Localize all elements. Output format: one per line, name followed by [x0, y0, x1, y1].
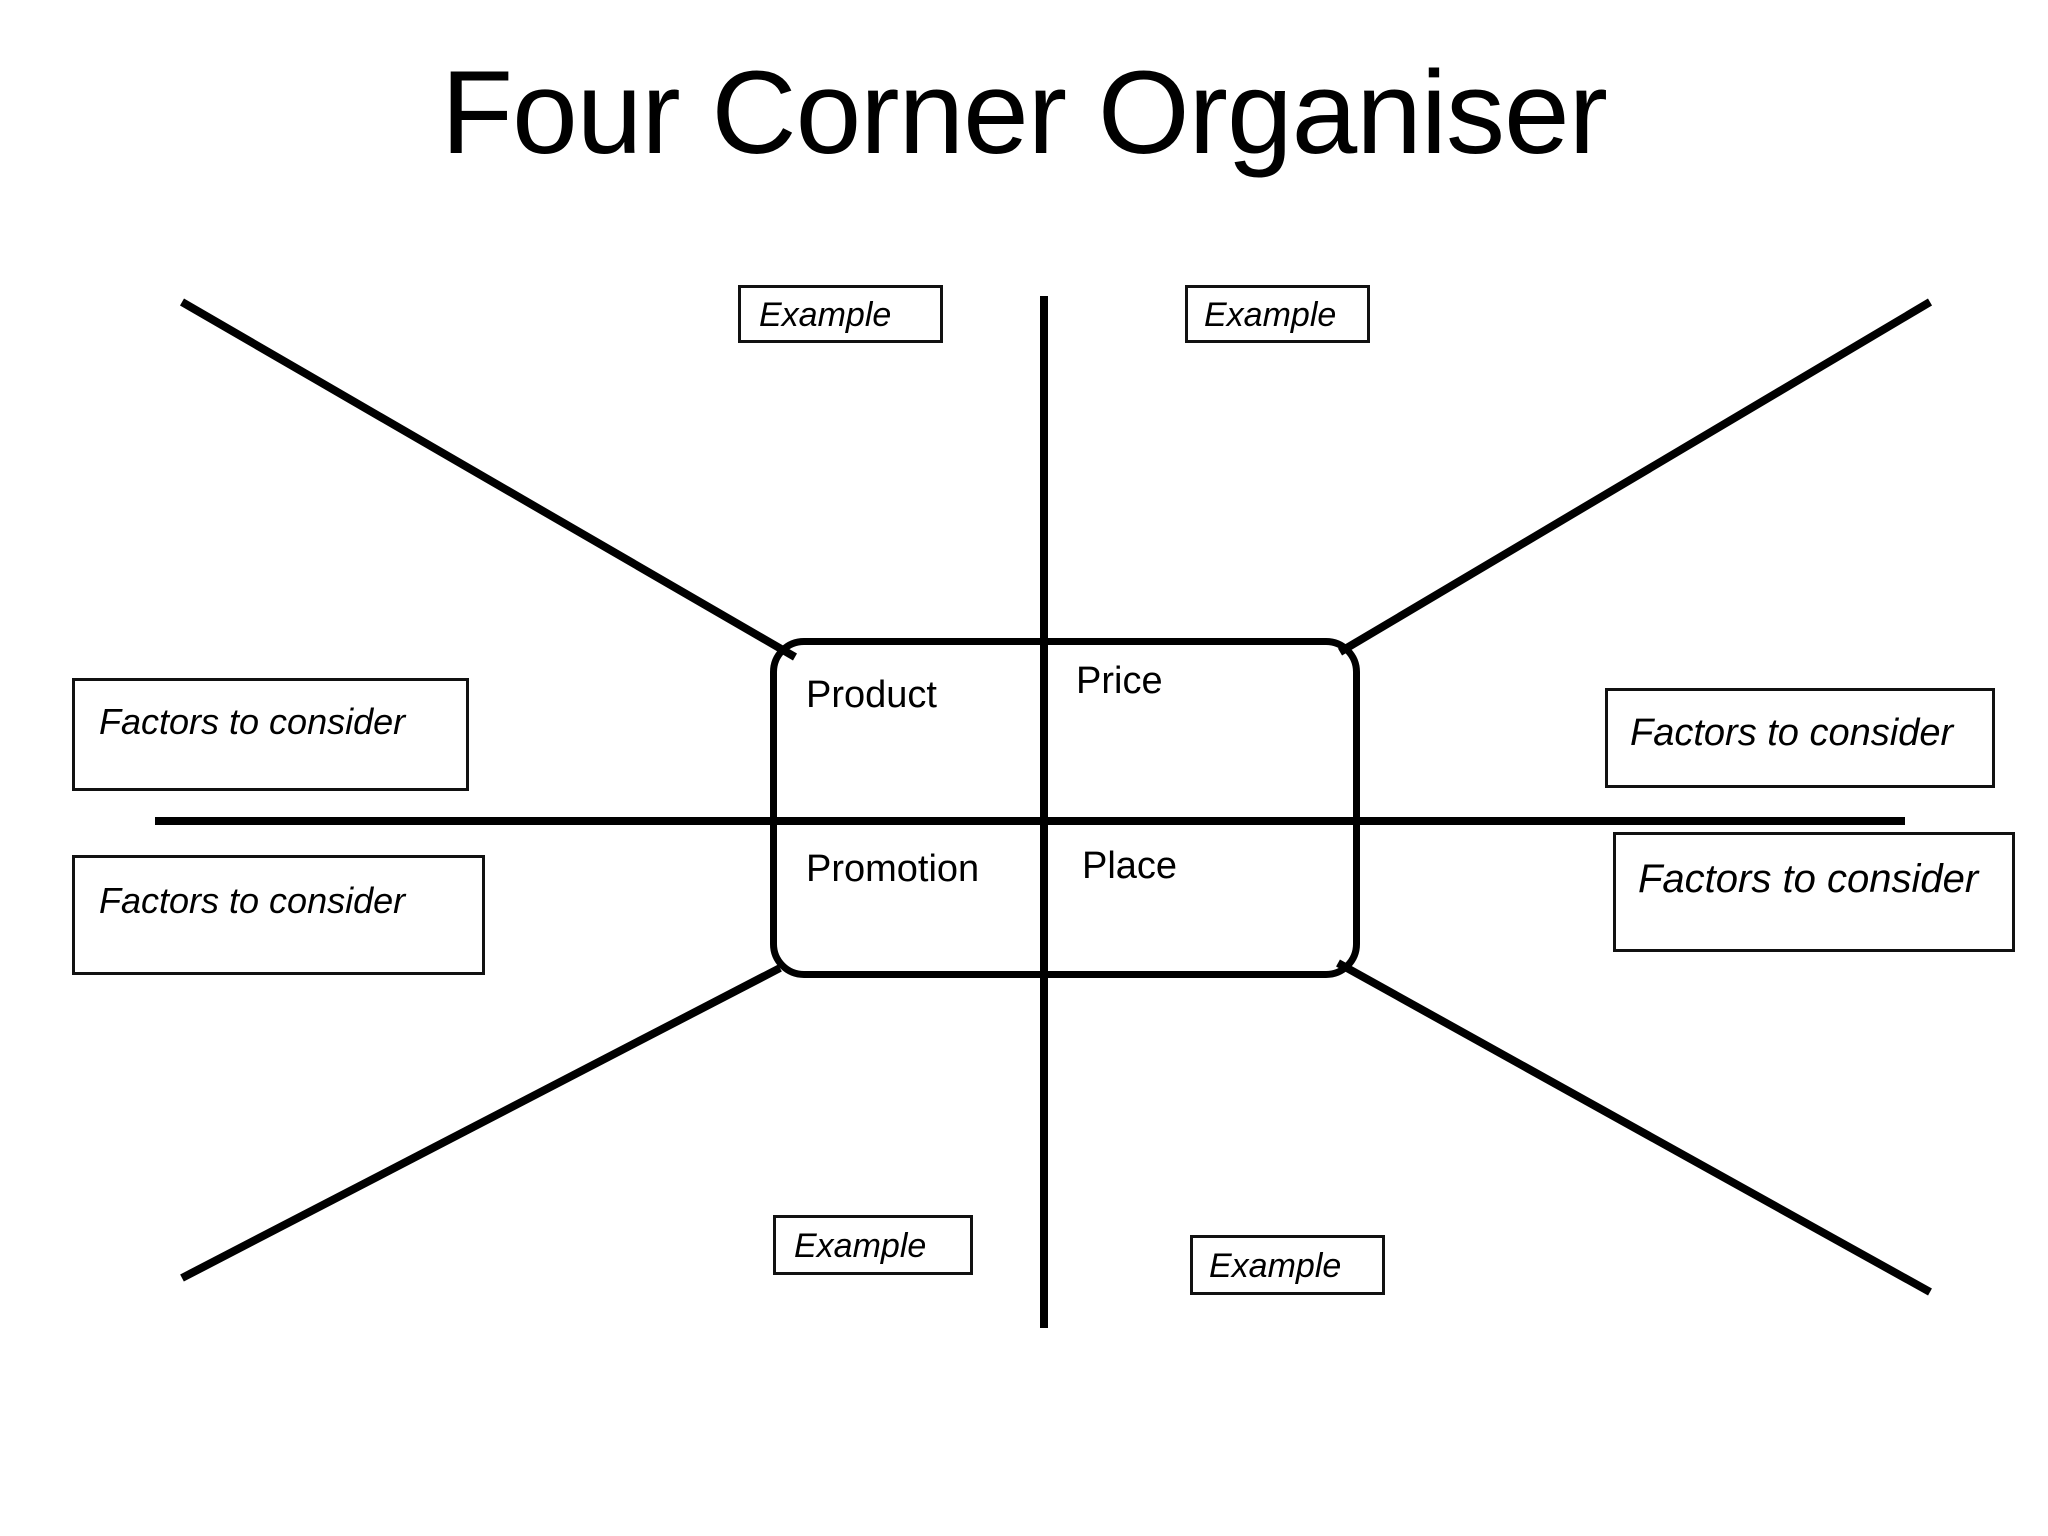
- page-title: Four Corner Organiser: [441, 47, 1608, 179]
- example-box-top-right-label: Example: [1204, 296, 1337, 334]
- example-box-bottom-right[interactable]: Example: [1190, 1235, 1385, 1295]
- diagonal-line-bottom-right: [1336, 959, 1932, 1296]
- quadrant-label-product: Product: [806, 674, 937, 716]
- example-box-top-left[interactable]: Example: [738, 285, 943, 343]
- quadrant-label-price: Price: [1076, 660, 1163, 702]
- factors-box-left-bottom-label: Factors to consider: [99, 880, 406, 921]
- factors-box-right-bottom[interactable]: Factors to consider: [1613, 832, 2015, 952]
- factors-box-left-bottom[interactable]: Factors to consider: [72, 855, 485, 975]
- example-box-bottom-right-label: Example: [1209, 1247, 1342, 1285]
- factors-box-left-top-label: Factors to consider: [99, 701, 406, 742]
- factors-box-left-top[interactable]: Factors to consider: [72, 678, 469, 791]
- diagonal-line-top-left: [179, 298, 798, 661]
- example-box-bottom-left[interactable]: Example: [773, 1215, 973, 1275]
- example-box-top-right[interactable]: Example: [1185, 285, 1370, 343]
- diagonal-line-bottom-left: [180, 964, 782, 1282]
- example-box-bottom-left-label: Example: [794, 1227, 927, 1265]
- example-box-top-left-label: Example: [759, 296, 892, 334]
- quadrant-label-place: Place: [1082, 845, 1178, 887]
- diagonal-line-top-right: [1337, 298, 1933, 656]
- factors-box-right-top[interactable]: Factors to consider: [1605, 688, 1995, 788]
- center-quadrant-box: [770, 638, 1360, 978]
- quadrant-label-promotion: Promotion: [806, 848, 980, 890]
- factors-box-right-bottom-label: Factors to consider: [1638, 857, 1979, 901]
- factors-box-right-top-label: Factors to consider: [1630, 712, 1954, 754]
